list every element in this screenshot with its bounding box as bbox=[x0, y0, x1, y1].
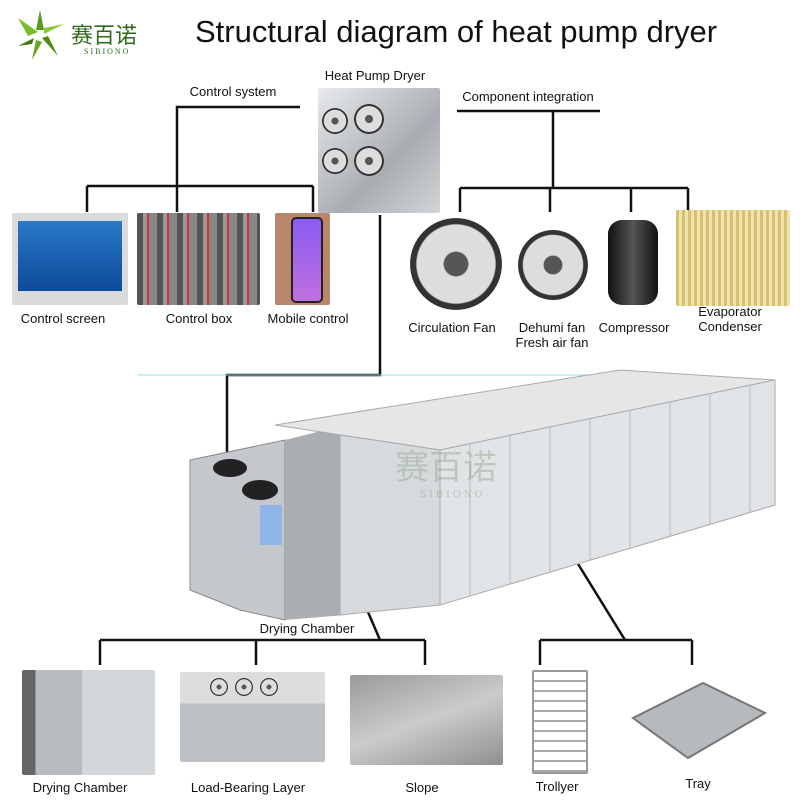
control-item-label: Mobile control bbox=[267, 311, 349, 326]
chamber-label: Drying Chamber bbox=[259, 621, 355, 636]
bottom-item-label: Drying Chamber bbox=[32, 780, 128, 795]
mobile-control-image bbox=[275, 213, 330, 305]
evaporator-condenser-image bbox=[676, 210, 790, 306]
dehumi-fan-image bbox=[518, 230, 588, 300]
component-label: Circulation Fan bbox=[408, 320, 496, 335]
component-label: Dehumi fan Fresh air fan bbox=[515, 320, 589, 350]
control-system-line bbox=[175, 105, 300, 186]
control-item-label: Control screen bbox=[20, 311, 106, 326]
fan-icon bbox=[322, 108, 348, 134]
watermark-en: SIBIONO bbox=[420, 488, 486, 500]
load-bearing-layer-image bbox=[180, 672, 325, 762]
logo-brand-cn: 赛百诺 bbox=[71, 24, 138, 49]
logo: 赛百诺 SIBIONO bbox=[14, 10, 139, 62]
bottom-item-label: Load-Bearing Layer bbox=[190, 780, 306, 795]
logo-star-icon bbox=[18, 10, 64, 60]
bottom-item-label: Slope bbox=[405, 780, 439, 795]
tray-image bbox=[631, 681, 768, 760]
control-system-label: Control system bbox=[189, 84, 277, 99]
component-label: Compressor bbox=[598, 320, 670, 335]
component-label: Evaporator Condenser bbox=[698, 304, 762, 334]
page-title: Structural diagram of heat pump dryer bbox=[195, 14, 718, 49]
bottom-item-label: Tray bbox=[685, 776, 711, 791]
slope-image bbox=[350, 675, 503, 765]
control-box-image bbox=[137, 213, 260, 305]
watermark: 赛百诺 bbox=[395, 448, 497, 488]
drying-chamber-image bbox=[189, 369, 776, 621]
control-screen-image bbox=[12, 213, 128, 305]
fan-icon bbox=[354, 146, 384, 176]
component-integration-label: Component integration bbox=[462, 89, 594, 104]
heat-pump-dryer-image bbox=[318, 88, 440, 213]
circulation-fan-image bbox=[410, 218, 502, 310]
control-item-label: Control box bbox=[165, 311, 233, 326]
fan-icon bbox=[354, 104, 384, 134]
logo-brand-en: SIBIONO bbox=[84, 47, 131, 56]
heat-pump-label: Heat Pump Dryer bbox=[324, 68, 426, 83]
trolley-image bbox=[532, 670, 588, 774]
fan-icon bbox=[322, 148, 348, 174]
bottom-item-label: Trollyer bbox=[535, 779, 579, 794]
compressor-image bbox=[608, 220, 658, 305]
drying-chamber-thumb bbox=[22, 670, 155, 775]
